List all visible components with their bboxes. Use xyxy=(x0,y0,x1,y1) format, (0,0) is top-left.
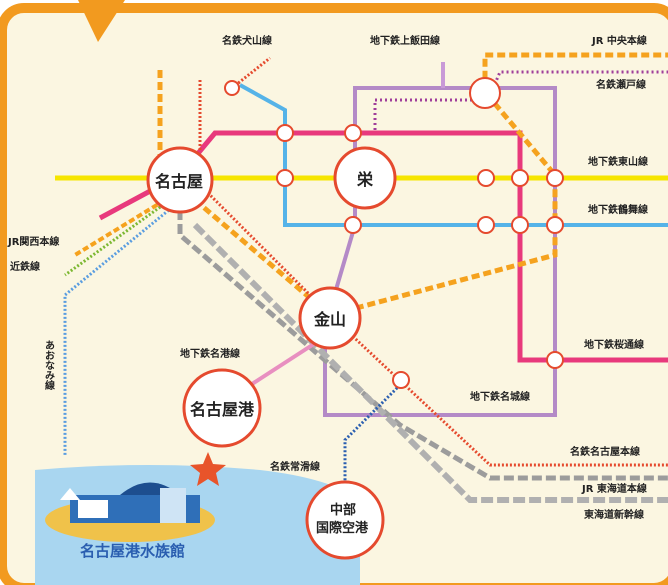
label-jr-tokaido: JR 東海道本線 xyxy=(581,482,647,495)
aquarium-star-icon xyxy=(190,452,226,486)
line-jr-chuo xyxy=(157,52,668,318)
label-sakuradori: 地下鉄桜通線 xyxy=(584,338,644,351)
callout-pointer xyxy=(78,0,125,42)
label-kamiiida: 地下鉄上飯田線 xyxy=(370,34,440,47)
svg-text:栄: 栄 xyxy=(356,170,374,189)
label-tokoname: 名鉄常滑線 xyxy=(270,460,320,473)
line-jr-tokaido xyxy=(177,210,668,481)
line-tsurumai xyxy=(239,83,668,227)
svg-text:名古屋港: 名古屋港 xyxy=(190,400,255,419)
line-meitetsu-inuyama xyxy=(198,56,271,150)
line-aonami xyxy=(63,203,176,455)
line-kintetsu xyxy=(64,198,171,277)
line-seto xyxy=(373,70,668,130)
label-tsurumai: 地下鉄鶴舞線 xyxy=(588,203,648,216)
svg-text:中部: 中部 xyxy=(330,502,356,518)
svg-text:金山: 金山 xyxy=(313,310,346,329)
station-chubu-airport[interactable]: 中部 国際空港 xyxy=(305,480,385,560)
label-meitetsu-nagoya: 名鉄名古屋本線 xyxy=(570,445,640,458)
label-aonami: あおなみ線 xyxy=(43,340,55,391)
line-shinkansen xyxy=(192,222,668,503)
svg-text:名古屋: 名古屋 xyxy=(155,172,203,191)
label-jr-chuo: JR 中央本線 xyxy=(591,34,647,47)
label-seto: 名鉄瀬戸線 xyxy=(596,78,646,91)
label-meiko: 地下鉄名港線 xyxy=(180,347,240,360)
label-inuyama: 名鉄犬山線 xyxy=(222,34,272,47)
label-shinkansen: 東海道新幹線 xyxy=(584,508,644,521)
label-meijo: 地下鉄名城線 xyxy=(470,390,530,403)
line-tokoname xyxy=(343,383,402,490)
landmark-label: 名古屋港水族館 xyxy=(80,542,185,560)
station-nagoya[interactable]: 名古屋 xyxy=(146,146,214,214)
aquarium-icon xyxy=(60,482,200,523)
label-jr-kansai: JR関西本線 xyxy=(7,235,59,248)
transfer-points xyxy=(224,77,564,389)
station-nagoyako[interactable]: 名古屋港 xyxy=(182,368,262,448)
label-higashiyama: 地下鉄東山線 xyxy=(588,155,648,168)
station-kanayama[interactable]: 金山 xyxy=(298,286,362,350)
station-sakae[interactable]: 栄 xyxy=(333,146,397,210)
svg-text:国際空港: 国際空港 xyxy=(316,520,369,536)
line-meitetsu-main xyxy=(203,188,668,467)
label-kintetsu: 近鉄線 xyxy=(10,260,40,273)
